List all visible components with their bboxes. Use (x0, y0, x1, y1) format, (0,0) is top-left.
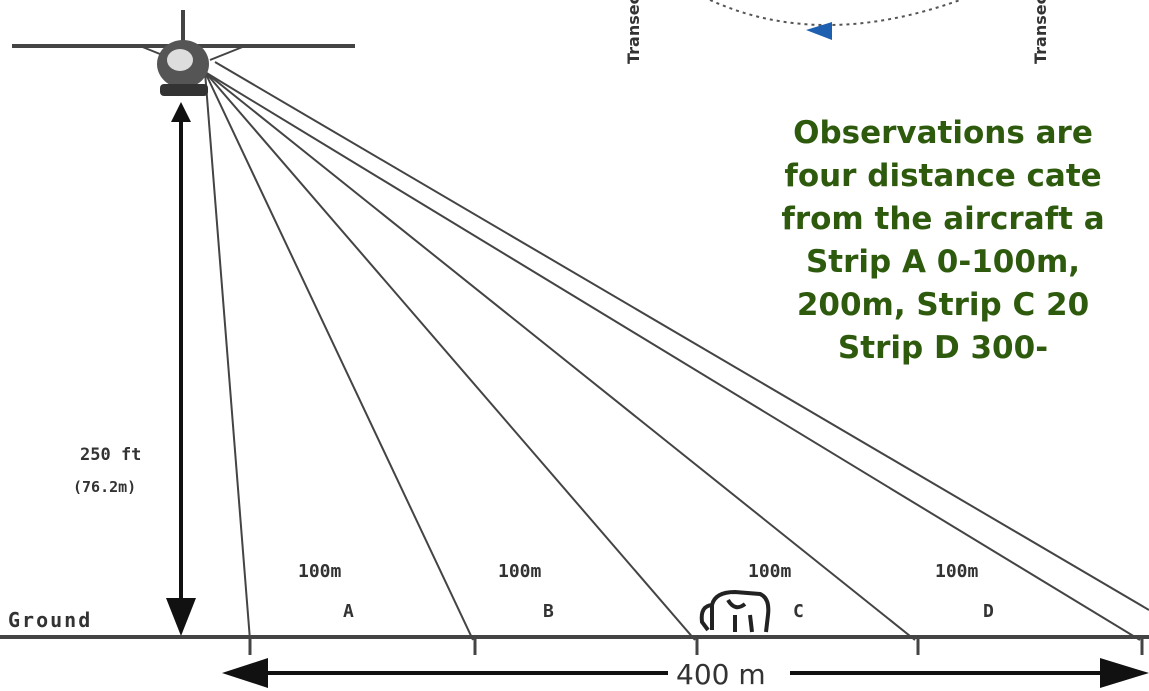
caption-line-2: four distance cate (784, 158, 1102, 194)
caption-line-6: Strip D 300- (837, 330, 1049, 366)
flight-path-arrow-icon (806, 22, 832, 40)
strip-a-letter: A (343, 601, 354, 622)
strip-ticks (248, 637, 1144, 655)
sight-lines (204, 61, 1149, 641)
total-width-arrow (222, 658, 1149, 688)
strip-b-letter: B (543, 601, 554, 622)
strip-c-distance: 100m (748, 561, 792, 582)
transect-label-right: Transect (1031, 0, 1050, 64)
caption-text: Observations are four distance cate from… (733, 112, 1149, 370)
caption-line-1: Observations are (793, 115, 1093, 151)
caption-line-4: Strip A 0-100m, (805, 244, 1081, 280)
caption-line-3: from the aircraft a (781, 201, 1105, 237)
strip-b-distance: 100m (498, 561, 542, 582)
strip-a-distance: 100m (298, 561, 342, 582)
flight-path-curve (709, 0, 961, 26)
ground-label: Ground (8, 608, 92, 632)
height-arrow (166, 102, 196, 636)
transect-label-left: Transect (624, 0, 643, 64)
height-label: 250 ft (80, 445, 141, 465)
strip-d-distance: 100m (935, 561, 979, 582)
caption-line-5: 200m, Strip C 20 (796, 287, 1090, 323)
strip-d-letter: D (983, 601, 994, 622)
helicopter-icon (12, 10, 355, 96)
elephant-icon (699, 589, 771, 633)
total-width-label: 400 m (676, 658, 766, 691)
strip-c-letter: C (793, 601, 804, 622)
height-metric-label: (76.2m) (73, 478, 136, 496)
